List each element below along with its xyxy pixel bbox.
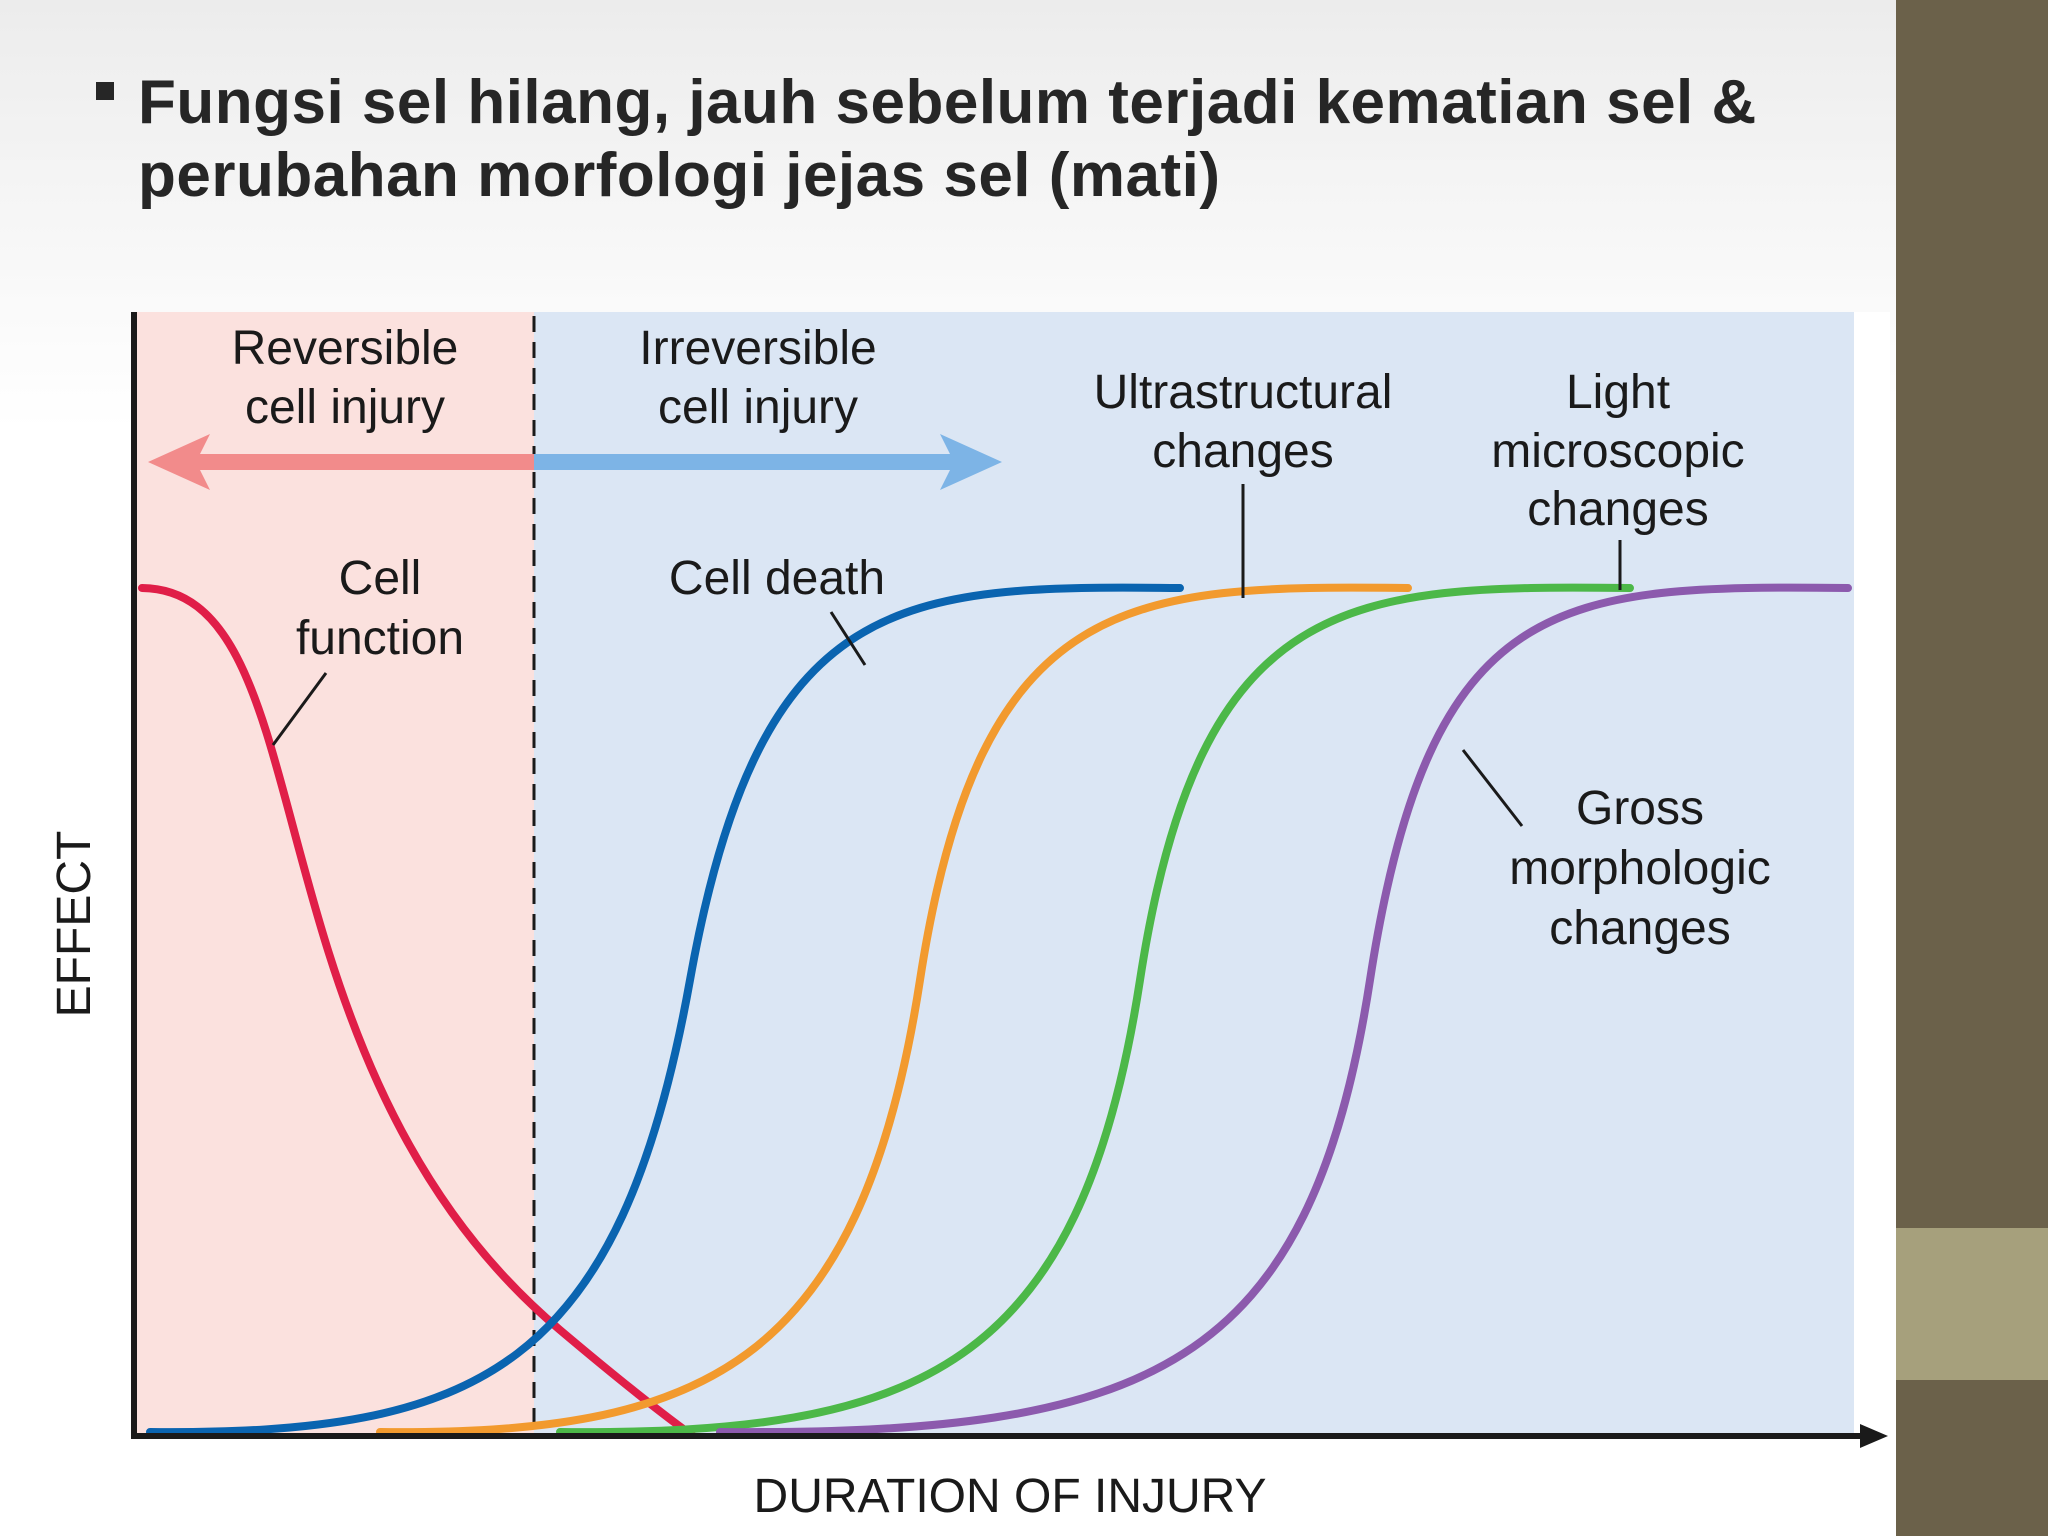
- label-gross-morphologic-line2: morphologic: [1509, 842, 1770, 895]
- leader-cell-function: [271, 672, 328, 746]
- leader-gross-morphologic: [1461, 749, 1524, 827]
- irreversible-arrow: [534, 434, 1002, 490]
- label-cell-function-line2: function: [296, 612, 464, 665]
- leader-cell-death: [829, 611, 867, 666]
- x-axis-arrowhead: [1860, 1424, 1888, 1448]
- label-light-microscopic-line2: microscopic: [1491, 425, 1744, 478]
- reversible-region: [134, 312, 534, 1434]
- label-cell-function-line1: Cell: [339, 552, 422, 605]
- curve-gross-morphologic: [716, 583, 1852, 1434]
- curve-light-microscopic: [556, 583, 1634, 1434]
- label-irreversible-line1: Irreversible: [639, 322, 876, 375]
- label-light-microscopic-line3: changes: [1527, 483, 1708, 536]
- reversible-arrow: [148, 434, 534, 490]
- label-ultrastructural-line2: changes: [1152, 425, 1333, 478]
- side-panel-accent: [1896, 1228, 2048, 1380]
- y-axis-label: EFFECT: [48, 831, 101, 1018]
- label-reversible-line2: cell injury: [245, 381, 445, 434]
- label-cell-death: Cell death: [669, 552, 885, 605]
- label-gross-morphologic-line3: changes: [1549, 902, 1730, 955]
- label-gross-morphologic-line1: Gross: [1576, 782, 1704, 835]
- slide-title: Fungsi sel hilang, jauh sebelum terjadi …: [138, 68, 1757, 210]
- cell-injury-diagram: Reversible cell injury Irreversible cell…: [48, 312, 1890, 1523]
- curve-cell-function: [138, 584, 864, 1434]
- plot-right-edge: [1854, 312, 1890, 1434]
- curve-cell-death: [146, 583, 1184, 1434]
- label-irreversible-line2: cell injury: [658, 381, 858, 434]
- label-ultrastructural-line1: Ultrastructural: [1094, 366, 1393, 419]
- irreversible-region: [534, 312, 1854, 1434]
- bullet-marker: [96, 82, 114, 100]
- curve-ultrastructural: [376, 583, 1412, 1434]
- label-light-microscopic-line1: Light: [1566, 366, 1670, 419]
- label-reversible-line1: Reversible: [232, 322, 459, 375]
- x-axis-label: DURATION OF INJURY: [754, 1470, 1267, 1523]
